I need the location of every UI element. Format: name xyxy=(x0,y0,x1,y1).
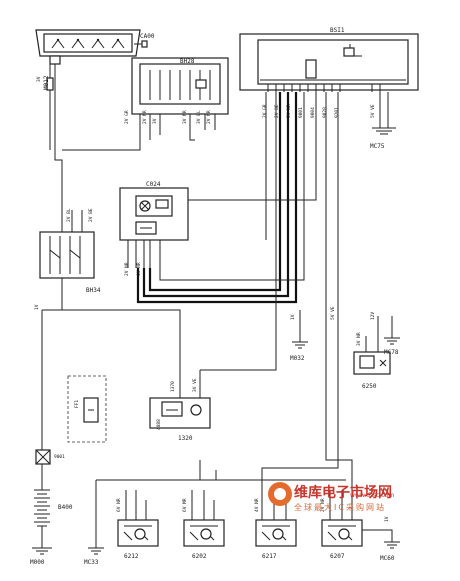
svg-text:2V GR: 2V GR xyxy=(262,104,268,118)
label-w3v-ve-b: 3V NR xyxy=(356,332,362,346)
label-9001: 9001 xyxy=(54,454,65,460)
label-w1v-b: 1V xyxy=(290,314,296,320)
svg-text:9201: 9201 xyxy=(334,107,340,118)
label-ca00: CA00 xyxy=(140,33,155,40)
label-w1v-c: 1V xyxy=(384,516,390,522)
label-w2v-gr: 2V GR xyxy=(124,110,130,124)
label-w3v-bl: 3V BL xyxy=(196,110,202,124)
label-w4v-nr: 4V NR xyxy=(254,498,260,512)
component-6202: 6202 xyxy=(183,519,225,560)
component-6207: 6207 xyxy=(321,519,363,560)
label-6212: 6212 xyxy=(124,553,139,560)
label-w2v-nr-c: 2V NR xyxy=(206,110,212,124)
watermark-url: www.dzsc.com xyxy=(350,492,395,499)
label-m000: M000 xyxy=(30,559,45,566)
label-6202: 6202 xyxy=(192,553,207,560)
label-w3v-ve: 3V VE xyxy=(192,378,198,392)
label-mc33: MC33 xyxy=(84,559,99,566)
label-6250: 6250 xyxy=(362,383,377,390)
watermark-sub: 全球最大IC采购网站 xyxy=(294,503,386,512)
watermark-logo-icon xyxy=(268,482,292,506)
svg-text:9001: 9001 xyxy=(298,107,304,118)
svg-text:9028: 9028 xyxy=(322,107,328,118)
label-fuse: FF1 xyxy=(74,400,80,408)
watermark: 维库电子市场网 www.dzsc.com 全球最大IC采购网站 xyxy=(268,482,418,520)
label-m012: M012 xyxy=(43,75,50,90)
label-6207: 6207 xyxy=(330,553,345,560)
component-bh28: BH28 xyxy=(131,57,229,115)
label-w3v-bl: 2V BL xyxy=(66,208,72,222)
label-bsi1: BSI1 xyxy=(330,27,345,34)
svg-text:2V BE: 2V BE xyxy=(274,104,280,118)
label-mc78: MC78 xyxy=(384,349,399,356)
svg-text:4V NR: 4V NR xyxy=(136,262,142,276)
label-1370: 1370 xyxy=(170,381,176,392)
label-w3v-bh28: 3V xyxy=(152,118,158,124)
label-6217: 6217 xyxy=(262,553,277,560)
component-6217: 6217 xyxy=(255,519,297,560)
label-mc75: MC75 xyxy=(370,143,385,150)
svg-text:5V VE: 5V VE xyxy=(370,104,376,118)
component-6250: 6250 xyxy=(353,351,391,390)
label-b400: B400 xyxy=(58,504,73,511)
label-w2v-be: 2V BE xyxy=(88,208,94,222)
label-w6v-mr: 6V MR xyxy=(182,498,188,512)
label-w3v-nr: 3V NR xyxy=(182,110,188,124)
label-bh28: BH28 xyxy=(180,58,195,65)
component-1320: 1320 4888 xyxy=(149,397,211,442)
component-bh34: BH34 xyxy=(39,231,101,294)
component-c024: C024 xyxy=(119,181,189,241)
svg-text:2V NR: 2V NR xyxy=(124,262,130,276)
component-6212: 6212 xyxy=(117,519,159,560)
label-w3v-ca00: 3V xyxy=(36,76,42,82)
component-bsi1: BSI1 xyxy=(239,27,419,92)
label-bh34: BH34 xyxy=(86,287,101,294)
label-m032: M032 xyxy=(290,355,305,362)
component-ca00: CA00 xyxy=(35,29,155,65)
label-w1v: 1V xyxy=(34,304,40,310)
label-w2v-nr: 2V NR xyxy=(142,110,148,124)
label-w5v-ve: 5V VE xyxy=(330,306,336,320)
label-w12v: 12V xyxy=(370,312,376,320)
label-4888: 4888 xyxy=(156,419,162,430)
svg-text:9004: 9004 xyxy=(310,107,316,118)
label-w3v-nr-b: 2V NR xyxy=(320,498,326,512)
label-w6v-nr: 6V NR xyxy=(116,498,122,512)
component-b400: B400 M000 xyxy=(30,480,73,566)
watermark-main: 维库电子市场网 xyxy=(294,485,392,501)
label-1320: 1320 xyxy=(178,435,193,442)
label-mc60: MC60 xyxy=(380,555,395,562)
label-c024: C024 xyxy=(146,181,161,188)
